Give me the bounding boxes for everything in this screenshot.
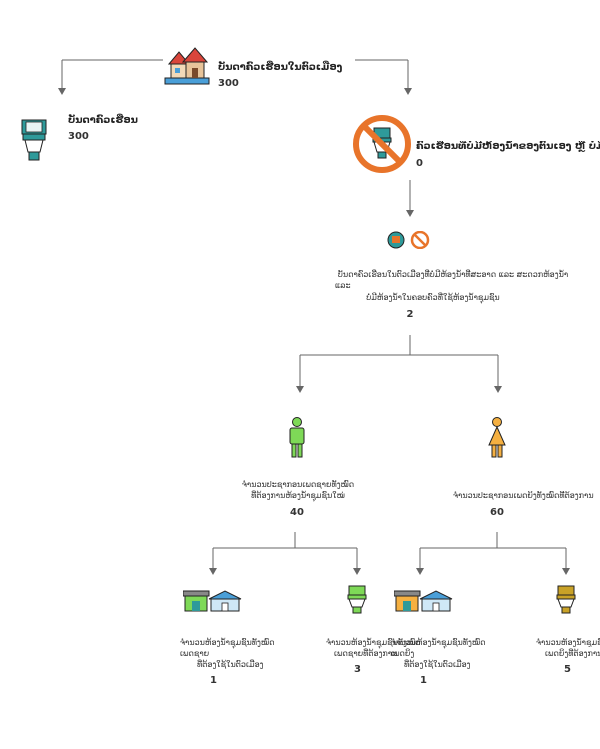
leaf3-line2: ເພດຍິງ — [391, 649, 415, 658]
leaf2-value: 3 — [354, 664, 361, 675]
leaf1-value: 1 — [210, 675, 217, 686]
leaf4-line2: ເພດຍິງທີ່ຕ້ອງການ — [545, 649, 600, 658]
male-person-icon — [289, 417, 305, 458]
male-toilet-icon — [347, 585, 367, 614]
mid-line1: ບັນດາຄົວເຮືອນໃນຕົວເມືອງທີ່ບໍ່ມີຫ້ອງນ້ຳທີ… — [337, 270, 569, 279]
male-line1: ຈຳນວນປະຊາກອນເພດຊາຍທັງໝົດ — [241, 480, 355, 489]
toilet-and-no-toilet-icons — [387, 231, 430, 249]
public-toilet-building-female-icon — [394, 590, 453, 612]
leaf3-line1: ຈຳນວນຫ້ອງນ້ຳຊຸມຊົນທັງໝົດ — [391, 638, 486, 647]
leaf4-value: 5 — [564, 664, 571, 675]
left-title: ບັນດາຄົວເຮືອນ — [68, 115, 138, 126]
no-toilet-icon — [353, 115, 411, 173]
right-title: ຄົວເຮືອນທີ່ບໍ່ມີຫ້ອງນ້ຳຂອງຕົນເອງ ຫຼື ບໍ່… — [416, 141, 600, 152]
toilet-icon — [21, 119, 47, 161]
left-value: 300 — [68, 131, 89, 142]
leaf3-line3: ທີ່ຕ້ອງໃຊ້ໃນຕົວເມືອງ — [404, 660, 471, 669]
female-value: 60 — [490, 507, 504, 518]
female-line1: ຈຳນວນປະຊາກອນເພດຍິງທັງໝົດທີ່ຕ້ອງການ — [453, 491, 594, 500]
male-line2: ທີ່ຕ້ອງການຫ້ອງນ້ຳຊຸມຊົນໃໝ່ — [251, 491, 345, 500]
leaf1-line2: ເພດຊາຍ — [180, 649, 210, 658]
public-toilet-building-icon — [183, 590, 242, 612]
mid-line2: ແລະ — [335, 281, 351, 290]
right-value: 0 — [416, 158, 423, 169]
houses-icon — [164, 47, 210, 85]
leaf2-line2: ເພດຊາຍທີ່ຕ້ອງການ — [334, 649, 398, 658]
leaf2-line1: ຈຳນວນຫ້ອງນ້ຳຊຸມຊົນທັງໝົດ — [326, 638, 421, 647]
mid-value: 2 — [406, 309, 414, 320]
root-title: ບັນດາຄົວເຮືອນໃນຕົວເມືອງ — [218, 62, 343, 73]
male-value: 40 — [290, 507, 304, 518]
female-person-icon — [488, 417, 506, 458]
leaf1-line3: ທີ່ຕ້ອງໃຊ້ໃນຕົວເມືອງ — [197, 660, 264, 669]
leaf3-value: 1 — [420, 675, 427, 686]
mid-line3: ບໍ່ມີຫ້ອງນ້ຳໃນຄອບຄົວທີ່ໃຊ້ຫ້ອງນ້ຳຊຸມຊົນ — [366, 293, 500, 302]
female-toilet-icon — [556, 585, 576, 614]
leaf4-line1: ຈຳນວນຫ້ອງນ້ຳຊຸມຊົນ — [536, 638, 600, 647]
leaf1-line1: ຈຳນວນຫ້ອງນ້ຳຊຸມຊົນທັງໝົດ — [180, 638, 275, 647]
root-value: 300 — [218, 78, 239, 89]
